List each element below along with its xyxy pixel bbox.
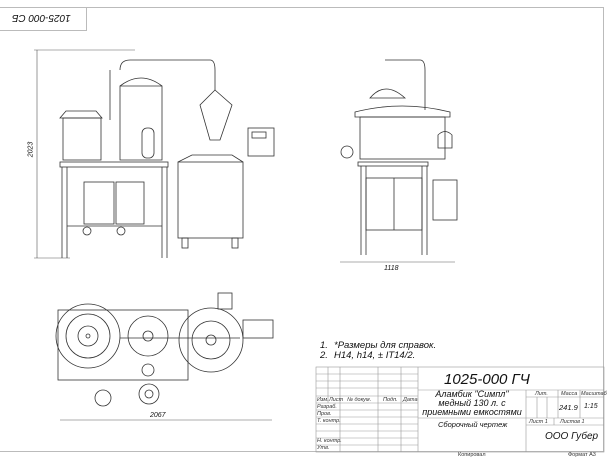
product-name: Аламбик "Симпл" медный 130 л. с приемным… bbox=[416, 390, 528, 417]
designation: 1025-000 ГЧ bbox=[444, 371, 530, 388]
scale-value: 1:15 bbox=[584, 403, 598, 410]
mass-label: Масса bbox=[561, 391, 578, 397]
doc-type: Сборочный чертеж bbox=[438, 420, 508, 429]
note-text: *Размеры для справок. bbox=[334, 340, 437, 351]
mass-value: 241.9 bbox=[559, 403, 578, 412]
role-check: Пров. bbox=[317, 411, 332, 417]
col-date: Дата bbox=[403, 397, 418, 403]
col-list: Лист bbox=[329, 397, 344, 403]
plan-view bbox=[55, 292, 274, 421]
col-sign: Подп. bbox=[383, 397, 398, 403]
title-block: 1025-000 ГЧ Аламбик "Симпл" медный 130 л… bbox=[316, 367, 607, 452]
role-tcontrol: Т. контр. bbox=[317, 418, 341, 424]
note-num: 2. bbox=[320, 350, 328, 361]
dimension-width: 1118 bbox=[384, 265, 399, 272]
role-develop: Разраб. bbox=[317, 404, 337, 410]
col-doc: № докум. bbox=[347, 397, 372, 403]
note-text: H14, h14, ± IT14/2. bbox=[334, 350, 416, 361]
company-name: ООО Губер bbox=[545, 431, 599, 442]
name-line: Аламбик "Симпл" bbox=[435, 389, 509, 399]
title-block-grid bbox=[315, 366, 605, 453]
role-ncontrol: Н. контр. bbox=[317, 438, 342, 444]
top-designation-box: 1025-000 СБ bbox=[0, 7, 87, 31]
role-approve: Утв. bbox=[317, 445, 330, 451]
note-2: 2. H14, h14, ± IT14/2. bbox=[320, 351, 436, 361]
side-view bbox=[340, 59, 458, 263]
sheet-number: Лист 1 bbox=[529, 419, 548, 425]
dimension-height: 2023 bbox=[27, 141, 35, 158]
format-label: Формат A3 bbox=[568, 452, 596, 458]
name-line: приемными емкостями bbox=[422, 407, 522, 417]
note-num: 1. bbox=[320, 340, 328, 351]
sheet-count: Листов 1 bbox=[560, 419, 585, 425]
copied-label: Копировал bbox=[458, 452, 486, 458]
name-line: медный 130 л. с bbox=[438, 398, 506, 408]
note-1: 1. *Размеры для справок. bbox=[320, 341, 436, 351]
col-izm: Изм. bbox=[317, 397, 329, 403]
dimension-length: 2067 bbox=[150, 412, 166, 419]
scale-label: Масштаб bbox=[581, 391, 607, 397]
notes: 1. *Размеры для справок. 2. H14, h14, ± IT… bbox=[320, 341, 436, 361]
lit-label: Лит. bbox=[535, 391, 548, 397]
front-view bbox=[34, 49, 275, 259]
drawing-frame bbox=[0, 7, 604, 452]
